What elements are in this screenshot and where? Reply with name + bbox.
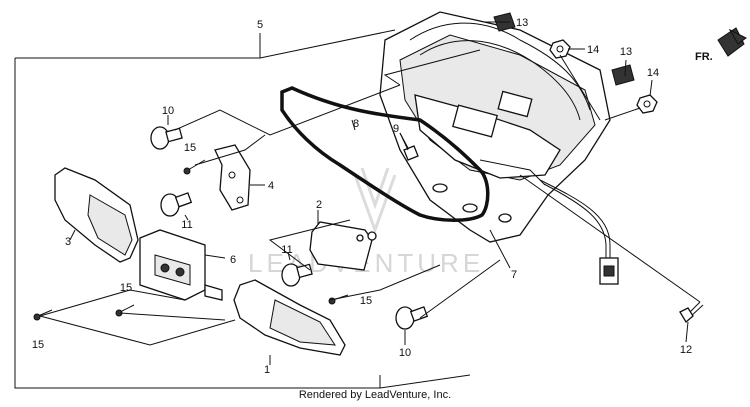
screw-left bbox=[33, 309, 53, 321]
bulb-right-small bbox=[281, 263, 313, 287]
callout-14-lower: 14 bbox=[647, 67, 659, 79]
wire-harness bbox=[539, 179, 619, 285]
callout-13-upper: 13 bbox=[516, 17, 528, 29]
nut-upper bbox=[549, 39, 571, 59]
callout-4: 4 bbox=[268, 180, 274, 192]
screw-upper bbox=[183, 159, 206, 175]
footer-credit: Rendered by LeadVenture, Inc. bbox=[298, 389, 452, 401]
callout-15-left: 15 bbox=[32, 339, 44, 351]
rubber-mount-lower bbox=[611, 64, 635, 86]
callout-11-left: 11 bbox=[181, 219, 192, 231]
callout-15-upper: 15 bbox=[184, 142, 196, 154]
front-direction-arrow bbox=[717, 27, 747, 57]
callout-7: 7 bbox=[511, 269, 517, 281]
callout-9: 9 bbox=[393, 123, 399, 135]
bulb-mid-left bbox=[160, 192, 193, 217]
callout-12: 12 bbox=[680, 344, 692, 356]
left-socket-housing bbox=[139, 229, 223, 301]
assembly-frame bbox=[14, 29, 471, 389]
tail-housing bbox=[379, 11, 611, 243]
leader-lines bbox=[39, 21, 701, 365]
callout-14-upper: 14 bbox=[587, 44, 599, 56]
callout-6: 6 bbox=[230, 254, 236, 266]
right-turn-lens bbox=[233, 279, 346, 356]
left-bracket bbox=[214, 144, 251, 211]
callout-8: 8 bbox=[353, 118, 359, 130]
bulb-upper-left bbox=[150, 126, 183, 150]
callout-15-left-mid: 15 bbox=[120, 282, 132, 294]
left-turn-lens bbox=[54, 167, 139, 263]
callout-15-right: 15 bbox=[360, 295, 372, 307]
callout-3: 3 bbox=[65, 236, 71, 248]
bolt-12 bbox=[679, 301, 704, 323]
callout-13-lower: 13 bbox=[620, 46, 632, 58]
front-direction-label: FR. bbox=[695, 51, 713, 63]
callout-1: 1 bbox=[264, 364, 270, 376]
right-bracket bbox=[309, 221, 377, 271]
gasket-seal bbox=[280, 86, 490, 222]
callout-11-right: 11 bbox=[281, 244, 292, 256]
callout-labels: 1 2 3 4 5 6 7 8 9 10 10 11 11 12 13 13 1… bbox=[32, 17, 713, 376]
callout-10-upper: 10 bbox=[162, 105, 174, 117]
nut-lower bbox=[636, 94, 658, 114]
screw-left-mid bbox=[115, 304, 135, 317]
callout-2: 2 bbox=[316, 199, 322, 211]
callout-10-lower: 10 bbox=[399, 347, 411, 359]
callout-5: 5 bbox=[257, 19, 263, 31]
bulb-lower-right bbox=[395, 306, 429, 330]
